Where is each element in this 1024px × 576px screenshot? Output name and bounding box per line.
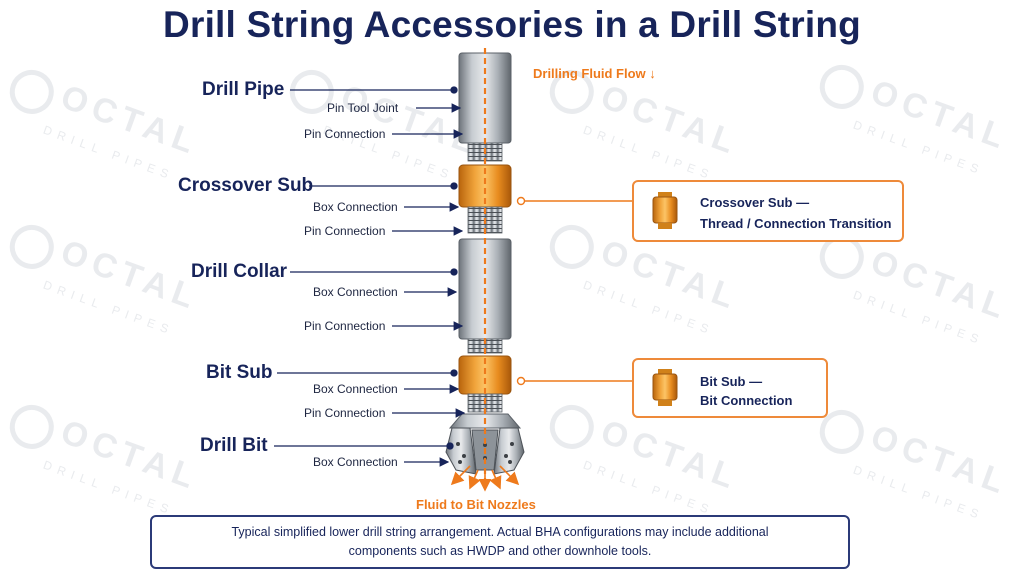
callout-subtitle: Bit Connection — [700, 393, 793, 408]
connection-label: Pin Tool Joint — [327, 101, 399, 115]
callout-bit-sub: Bit Sub — Bit Connection — [632, 358, 828, 418]
label-bit-sub: Bit Sub — [206, 362, 273, 383]
connection-label: Box Connection — [313, 382, 398, 396]
label-crossover-sub: Crossover Sub — [178, 175, 314, 196]
connection-label: Box Connection — [313, 285, 398, 299]
connection-label: Box Connection — [313, 455, 398, 469]
nozzle-arrows — [450, 465, 520, 492]
note-line-2: components such as HWDP and other downho… — [348, 544, 652, 558]
connection-arrows — [392, 103, 466, 467]
connection-label: Pin Connection — [304, 127, 386, 141]
connection-label: Box Connection — [313, 200, 398, 214]
connection-label: Pin Connection — [304, 406, 386, 420]
page-title: Drill String Accessories in a Drill Stri… — [163, 4, 861, 45]
note-line-1: Typical simplified lower drill string ar… — [231, 525, 769, 539]
main-leader-lines — [274, 86, 458, 450]
drill-collar-part — [458, 238, 512, 354]
label-drill-bit: Drill Bit — [200, 435, 268, 456]
crossover-sub-icon — [652, 192, 678, 229]
callout-title: Crossover Sub — — [700, 195, 810, 210]
drilling-fluid-flow-label: Drilling Fluid Flow ↓ — [533, 66, 656, 81]
callout-crossover-sub: Crossover Sub — Thread / Connection Tran… — [632, 180, 904, 242]
note-box: Typical simplified lower drill string ar… — [150, 515, 850, 569]
callout-title: Bit Sub — — [700, 374, 763, 389]
fluid-to-bit-nozzles-label: Fluid to Bit Nozzles — [416, 497, 536, 512]
label-drill-pipe: Drill Pipe — [202, 79, 285, 100]
callout-connectors — [516, 196, 632, 386]
connection-label: Pin Connection — [304, 319, 386, 333]
connection-label: Pin Connection — [304, 224, 386, 238]
label-drill-collar: Drill Collar — [191, 261, 288, 282]
callout-subtitle: Thread / Connection Transition — [700, 216, 892, 231]
bit-sub-icon — [652, 369, 678, 406]
